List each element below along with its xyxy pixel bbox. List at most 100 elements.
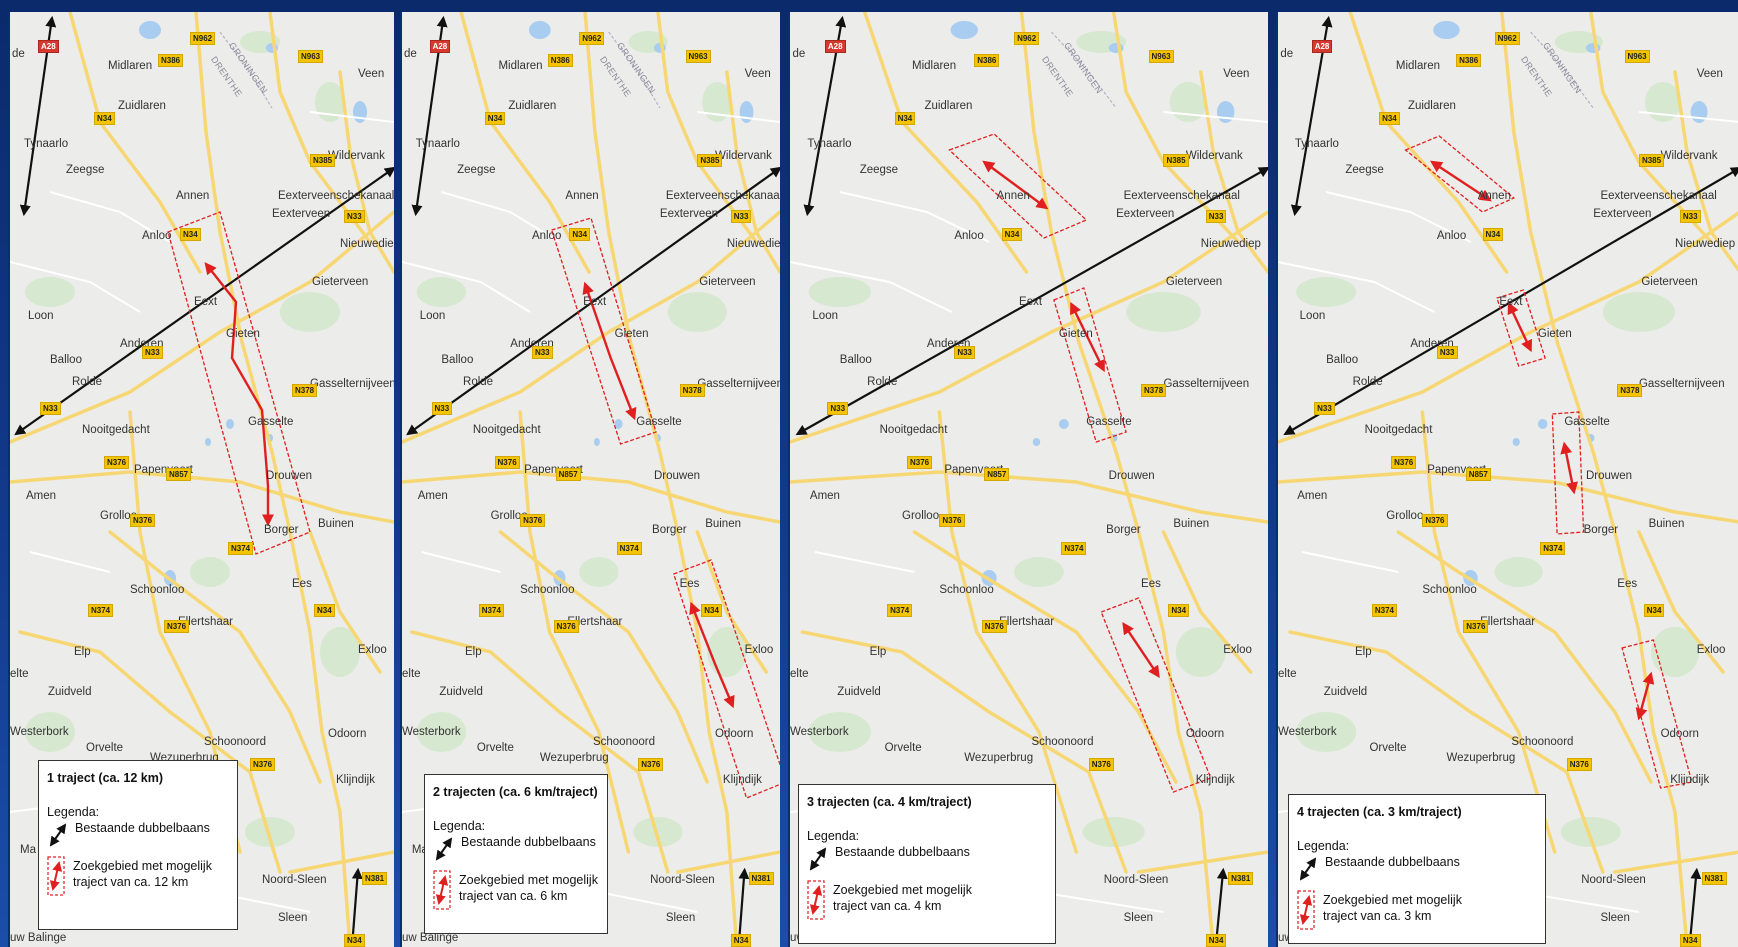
legend-search-line-2: traject van ca. 3 km (1323, 909, 1432, 923)
place-label-exterveenschekanaal: Eexterveenschekanaal (665, 190, 780, 202)
green-area (25, 712, 75, 752)
road (790, 470, 1268, 524)
place-label-balinge: uw Balinge (402, 932, 459, 944)
place-label-westerbork: Westerbork (10, 726, 69, 738)
road-shield-n33: N33 (142, 346, 163, 359)
place-label-tynaarlo: Tynaarlo (807, 138, 852, 150)
place-label-wildervank: Wildervank (1660, 150, 1718, 162)
place-label-wildervank: Wildervank (328, 150, 385, 162)
legend-search-line-1: Zoekgebied met mogelijk (73, 859, 212, 873)
search-area-zone (167, 211, 311, 555)
place-label-drouwen: Drouwen (1108, 470, 1155, 482)
place-label-midlaren: Midlaren (1395, 60, 1441, 72)
place-label-ellertshaar: Ellertshaar (178, 616, 233, 628)
water (950, 21, 978, 39)
place-label-elte: elte (1278, 668, 1297, 680)
water (226, 419, 234, 429)
search-area-zone (550, 217, 657, 445)
place-label-annen: Annen (565, 190, 599, 202)
minor-road (1038, 891, 1164, 913)
province-border (219, 31, 273, 109)
road (402, 470, 780, 524)
place-label-loon: Loon (419, 310, 446, 322)
place-label-zuidveld: Zuidveld (837, 686, 881, 698)
legend-heading: Legenda: (1297, 839, 1350, 853)
road-shield-n376: N376 (104, 456, 130, 469)
place-label-buinen: Buinen (318, 518, 354, 530)
place-label-anloo: Anloo (1436, 230, 1467, 242)
road-shield-n374: N374 (1540, 542, 1566, 555)
road-shield-n33: N33 (827, 402, 849, 415)
green-area (315, 82, 345, 122)
place-label-exloo: Exloo (1223, 644, 1252, 656)
road-shield-n33: N33 (1679, 210, 1701, 223)
place-label-nieuwediep: Nieuwediep (340, 238, 394, 250)
green-area (245, 817, 295, 847)
possible-route-arrow (982, 160, 1049, 210)
green-area (190, 557, 230, 587)
road (308, 530, 382, 674)
road-shield-n376: N376 (1463, 620, 1489, 633)
map-legend: 2 trajecten (ca. 6 km/traject) Legenda: … (424, 774, 608, 934)
water (353, 101, 367, 123)
map-legend: 1 traject (ca. 12 km) Legenda: Bestaande… (38, 760, 238, 930)
place-label-wezuperbrug: Wezuperbrug (1446, 752, 1516, 764)
place-label-elp: Elp (869, 646, 887, 658)
place-label-eexterveen: Eexterveen (272, 208, 331, 220)
water (1690, 101, 1708, 123)
place-label-balinge: uw Balinge (10, 932, 67, 944)
place-label-rolde: Rolde (1352, 376, 1383, 388)
place-label-midlaren: Midlaren (911, 60, 957, 72)
search-area-zone (948, 133, 1088, 239)
place-label-eext: Eext (1499, 296, 1523, 308)
road-shield-n381: N381 (748, 872, 774, 885)
place-label-drouwen: Drouwen (1586, 470, 1633, 482)
road-shield-n374: N374 (478, 604, 504, 617)
possible-route-arrow (582, 281, 637, 421)
place-label-westerbork: Westerbork (402, 726, 461, 738)
road-shield-n33: N33 (730, 210, 752, 223)
base-map (790, 12, 1268, 947)
road (675, 850, 780, 874)
road-shield-n385: N385 (1163, 154, 1189, 167)
place-label-schoonoord: Schoonoord (204, 736, 267, 748)
place-label-gieterveen: Gieterveen (699, 276, 756, 288)
water (1216, 101, 1235, 123)
road-shield-n34: N34 (569, 228, 591, 241)
map-legend: 4 trajecten (ca. 3 km/traject) Legenda: … (1288, 794, 1546, 944)
road (108, 530, 322, 784)
place-label-borger: Borger (652, 524, 687, 536)
place-label-wildervank: Wildervank (715, 150, 772, 162)
place-label-orvelte: Orvelte (1369, 742, 1407, 754)
place-label-nooitgedacht: Nooitgedacht (1364, 424, 1433, 436)
place-label-gasselte: Gasselte (1564, 416, 1610, 428)
road-shield-n374: N374 (616, 542, 642, 555)
road-shield-n34: N34 (730, 934, 752, 947)
road-shield-n374: N374 (1371, 604, 1397, 617)
place-label-noordsleen: Noord-Sleen (650, 874, 715, 886)
place-label-odoorn: Odoorn (1185, 728, 1225, 740)
road (937, 410, 1079, 854)
place-label-gieterveen: Gieterveen (1641, 276, 1698, 288)
green-area (280, 292, 340, 332)
green-area (416, 712, 466, 752)
legend-title: 2 trajecten (ca. 6 km/traject) (433, 785, 598, 799)
road (1613, 850, 1738, 874)
green-area (1175, 627, 1226, 677)
place-label-gasselte: Gasselte (636, 416, 682, 428)
legend-existing-arrow (49, 823, 67, 847)
road (10, 210, 394, 444)
place-label-gieterveen: Gieterveen (312, 276, 369, 288)
place-label-gasselternijveen: Gasselternijveen (1163, 378, 1250, 390)
road (912, 530, 1178, 784)
place-label-orvelte: Orvelte (884, 742, 922, 754)
place-label-elte: elte (10, 668, 29, 680)
minor-road (421, 551, 501, 573)
legend-symbols (47, 823, 67, 896)
road-shield-n376: N376 (1566, 758, 1592, 771)
road-shield-n34: N34 (1679, 934, 1701, 947)
road-shield-n376: N376 (130, 514, 156, 527)
place-label-schoonoord: Schoonoord (1031, 736, 1094, 748)
green-area (1494, 557, 1543, 587)
